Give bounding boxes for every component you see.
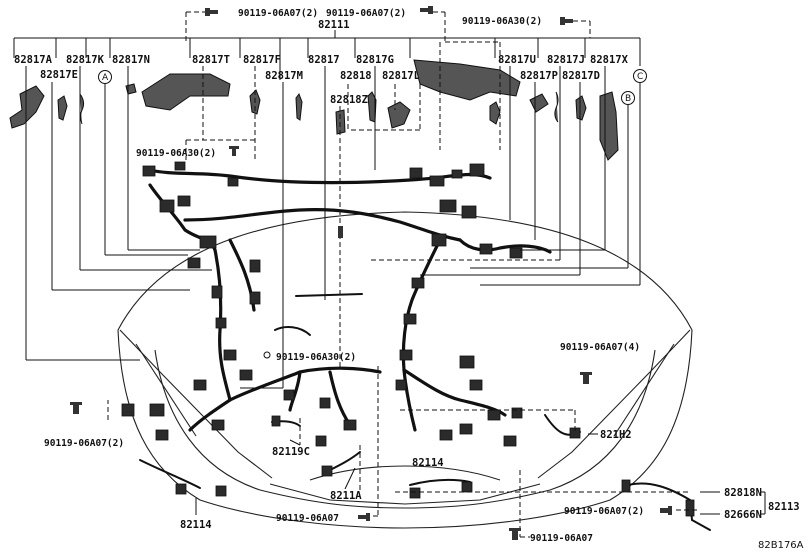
label-82119C: 82119C <box>272 446 310 458</box>
bolt-icon <box>70 402 82 414</box>
label-82817P: 82817P <box>520 70 558 82</box>
circle-ref-B: B <box>621 91 635 105</box>
bolt-icon <box>509 528 521 540</box>
label-82817N: 82817N <box>112 54 150 66</box>
bolt-icon <box>660 506 672 515</box>
circle-ref-C: C <box>633 69 647 83</box>
label-82817E: 82817E <box>40 69 78 81</box>
label-82666N: 82666N <box>724 509 762 521</box>
bolt-icon <box>358 513 370 521</box>
bolt-label-center: 90119-06A30(2) <box>276 352 356 363</box>
part-labels: 82817A 82817E 82817K 82817N 82817T 82817… <box>14 54 629 106</box>
label-82817K: 82817K <box>66 54 105 66</box>
bolt-label-bottom-right2: 90119-06A07 <box>530 533 593 544</box>
label-82817U: 82817U <box>498 54 536 66</box>
label-82817J: 82817J <box>547 54 585 66</box>
bolt-icon <box>205 8 218 16</box>
bolt-icon <box>338 226 343 238</box>
label-82817M: 82817M <box>265 70 303 82</box>
bolt-label-right-4: 90119-06A07(4) <box>560 342 640 353</box>
label-82113: 82113 <box>768 501 800 513</box>
leader-8211A <box>344 467 356 490</box>
bolts <box>70 146 672 540</box>
label-82114-mid: 82114 <box>412 457 444 469</box>
bolt-icon <box>229 146 239 156</box>
label-82817T: 82817T <box>192 54 230 66</box>
label-82817L: 82817L <box>382 70 420 82</box>
bolt-icon <box>580 372 592 384</box>
vehicle-body-outline <box>117 211 693 529</box>
svg-text:C: C <box>637 72 643 82</box>
bolt-icon <box>263 351 271 359</box>
bolt-label-top-mid: 90119-06A07(2) <box>326 8 406 19</box>
leader-82119C <box>289 439 301 446</box>
label-82818N: 82818N <box>724 487 762 499</box>
top-bolt-callouts: 90119-06A07(2) 90119-06A07(2) 90119-06A3… <box>185 6 590 42</box>
label-82817G: 82817G <box>356 54 394 66</box>
label-82817D: 82817D <box>562 70 600 82</box>
label-821H2: 821H2 <box>600 429 632 441</box>
connectors <box>121 161 695 517</box>
bolt-label-left-bottom: 90119-06A07(2) <box>44 438 124 449</box>
label-82818: 82818 <box>340 70 372 82</box>
bolt-label-left-mid: 90119-06A30(2) <box>136 148 216 159</box>
circle-ref-A: A <box>98 70 112 84</box>
dashed-leaders <box>25 21 766 538</box>
label-82817A: 82817A <box>14 54 53 66</box>
bolt-label-bottom-center: 90119-06A07 <box>276 513 339 524</box>
label-8211A: 8211A <box>330 490 362 502</box>
bolt-label-bottom-right1: 90119-06A07(2) <box>564 506 644 517</box>
label-82818Z: 82818Z <box>330 94 368 106</box>
label-82111: 82111 <box>318 19 350 31</box>
diagram-code: 82B176A <box>758 540 804 551</box>
bolt-label-top-right: 90119-06A30(2) <box>462 16 542 27</box>
bolt-icon <box>560 17 573 25</box>
svg-text:B: B <box>625 94 631 104</box>
label-82817F: 82817F <box>243 54 281 66</box>
bolt-icon <box>420 6 433 14</box>
svg-text:A: A <box>102 73 109 83</box>
bolt-label-top-left: 90119-06A07(2) <box>238 8 318 19</box>
label-82114-left: 82114 <box>180 519 212 531</box>
top-leader-bracket <box>13 30 641 80</box>
label-82817: 82817 <box>308 54 340 66</box>
label-82817X: 82817X <box>590 54 629 66</box>
